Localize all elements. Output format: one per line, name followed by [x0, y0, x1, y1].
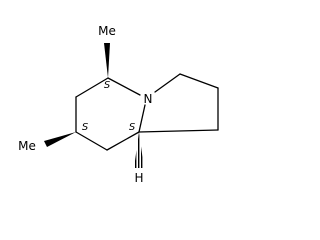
methyl-top-label: Me [98, 24, 116, 38]
stereo-label-c5: S [104, 80, 111, 91]
bond-c1-c8a [138, 129, 219, 133]
nitrogen-label: N [144, 92, 153, 106]
bond-c8a-n4 [138, 104, 146, 133]
bridgehead-hydrogen-label: H [134, 171, 143, 185]
bond-c7-c8 [75, 131, 108, 151]
molecule-structure: N H Me Me S S S [18, 24, 219, 185]
bond-c3-c2 [179, 73, 219, 89]
stereo-label-c7: S [82, 122, 89, 133]
stereo-label-c8a: S [129, 122, 136, 133]
bond-c5-c6 [75, 77, 109, 98]
hash-bond-c8a-h [134, 132, 144, 168]
bond-c5-n4 [107, 77, 141, 96]
wedge-bond-c7-methyl [44, 132, 76, 147]
bond-n4-c3 [154, 73, 181, 93]
methyl-left-label: Me [18, 139, 36, 153]
wedge-bond-c5-methyl [104, 43, 110, 78]
bond-c8-c8a [106, 131, 140, 151]
